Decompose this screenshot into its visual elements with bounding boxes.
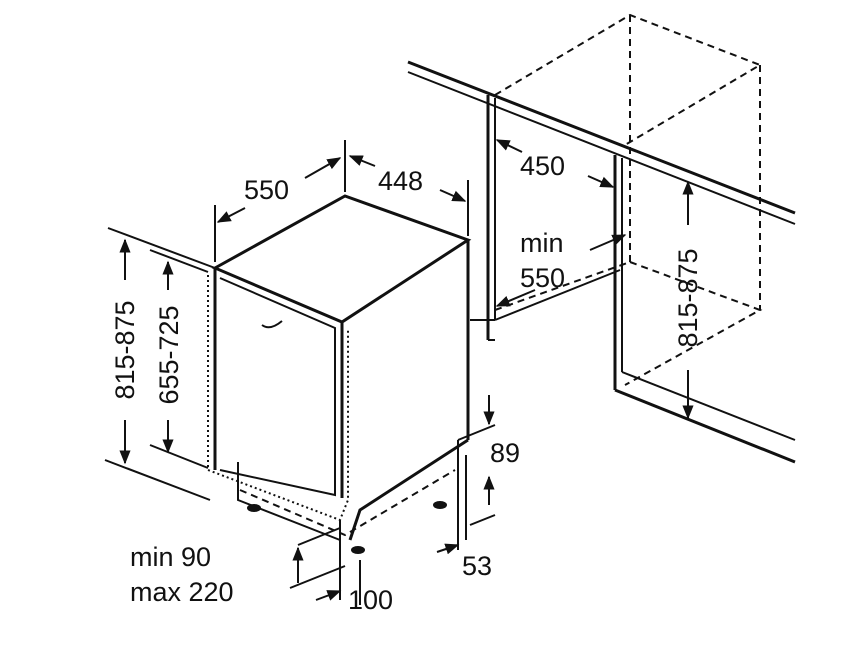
plinth-89-label: 89 bbox=[490, 438, 520, 468]
cabinet-niche bbox=[407, 13, 796, 464]
height-right-label: 815-875 bbox=[673, 248, 703, 347]
width-label: 448 bbox=[378, 166, 423, 196]
dishwasher-body bbox=[207, 194, 472, 554]
niche-width-label: 450 bbox=[520, 151, 565, 181]
dimension-lines bbox=[104, 139, 694, 605]
depth-label: 550 bbox=[244, 175, 289, 205]
door-height-label: 655-725 bbox=[154, 305, 184, 404]
plinth-53-label: 53 bbox=[462, 551, 492, 581]
plinth-max-label: max 220 bbox=[130, 577, 234, 607]
plinth-depth-label: 100 bbox=[348, 585, 393, 615]
niche-depth-min-label: min bbox=[520, 228, 564, 258]
height-left-label: 815-875 bbox=[110, 300, 140, 399]
niche-depth-value-label: 550 bbox=[520, 263, 565, 293]
plinth-min-label: min 90 bbox=[130, 542, 211, 572]
